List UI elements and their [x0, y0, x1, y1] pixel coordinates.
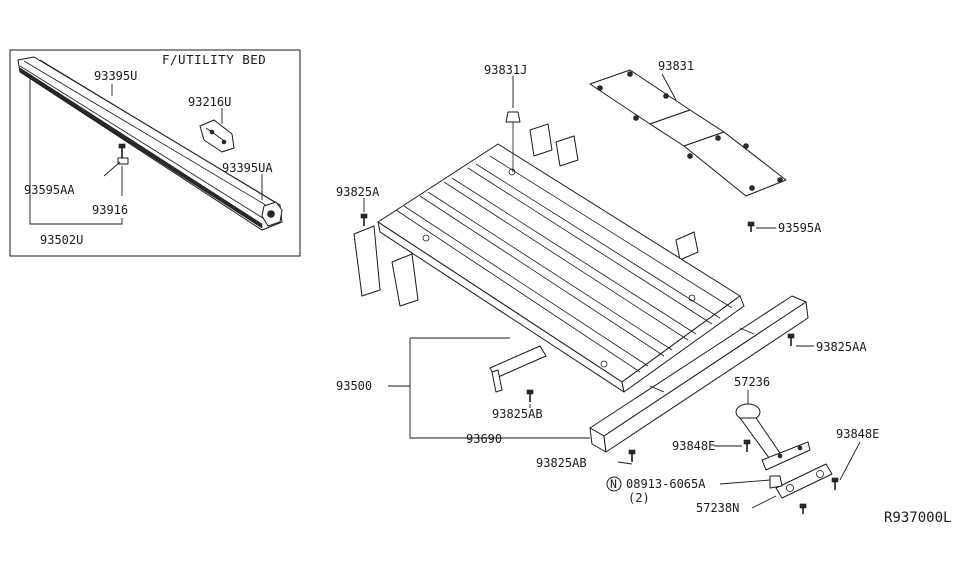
protector-93831: [589, 69, 787, 197]
bolt-93825AA: [787, 333, 795, 346]
label-57236: 57236: [734, 375, 770, 389]
label-93395UA: 93395UA: [222, 161, 273, 175]
bed-floor-panel: [377, 143, 745, 393]
inset-screw: [118, 143, 126, 158]
leader-lines: [363, 73, 861, 509]
nut-callout: N 08913-6065A (2): [606, 476, 706, 505]
nut-symbol: N: [610, 477, 617, 491]
inset-title: F/UTILITY BED: [162, 52, 266, 67]
bolt-93825AB-under: [526, 389, 534, 402]
bracket-57238N: [769, 463, 833, 514]
frame-members: [353, 123, 699, 393]
label-93848E-left: 93848E: [672, 439, 715, 453]
label-93216U: 93216U: [188, 95, 231, 109]
reference-code: R937000L: [884, 510, 951, 526]
nut-symbol-circle: [606, 476, 622, 492]
hitch-57236: [735, 403, 811, 471]
rail-end-cap: [261, 201, 283, 227]
label-93595AA: 93595AA: [24, 183, 75, 197]
bolt-93825AB-front: [628, 449, 636, 462]
label-nut-qty: (2): [628, 491, 650, 505]
label-93848E-right: 93848E: [836, 427, 879, 441]
cross-member-93690: [589, 295, 809, 453]
label-93825A: 93825A: [336, 185, 380, 199]
bolt-93848E-left: [743, 439, 751, 452]
utility-bed-rail: [17, 56, 283, 231]
label-93831: 93831: [658, 59, 694, 73]
label-93395U: 93395U: [94, 69, 137, 83]
rail-bracket: [199, 119, 235, 153]
label-93825AA: 93825AA: [816, 340, 867, 354]
label-93825AB-under: 93825AB: [492, 407, 543, 421]
label-93690: 93690: [466, 432, 502, 446]
screw-93595A: [747, 221, 755, 232]
label-93831J: 93831J: [484, 63, 527, 77]
label-93825AB-front: 93825AB: [536, 456, 587, 470]
label-93595A: 93595A: [778, 221, 822, 235]
bolt-93825A: [360, 213, 368, 226]
inset-clip: [117, 157, 129, 165]
bolt-93848E-right: [831, 477, 839, 490]
inset-panel: F/UTILITY BED: [9, 49, 301, 257]
plug-93831J: [505, 111, 521, 172]
label-08913-6065A: 08913-6065A: [626, 477, 706, 491]
label-93500: 93500: [336, 379, 372, 393]
label-57238N: 57238N: [696, 501, 739, 515]
label-93916: 93916: [92, 203, 128, 217]
label-93502U: 93502U: [40, 233, 83, 247]
